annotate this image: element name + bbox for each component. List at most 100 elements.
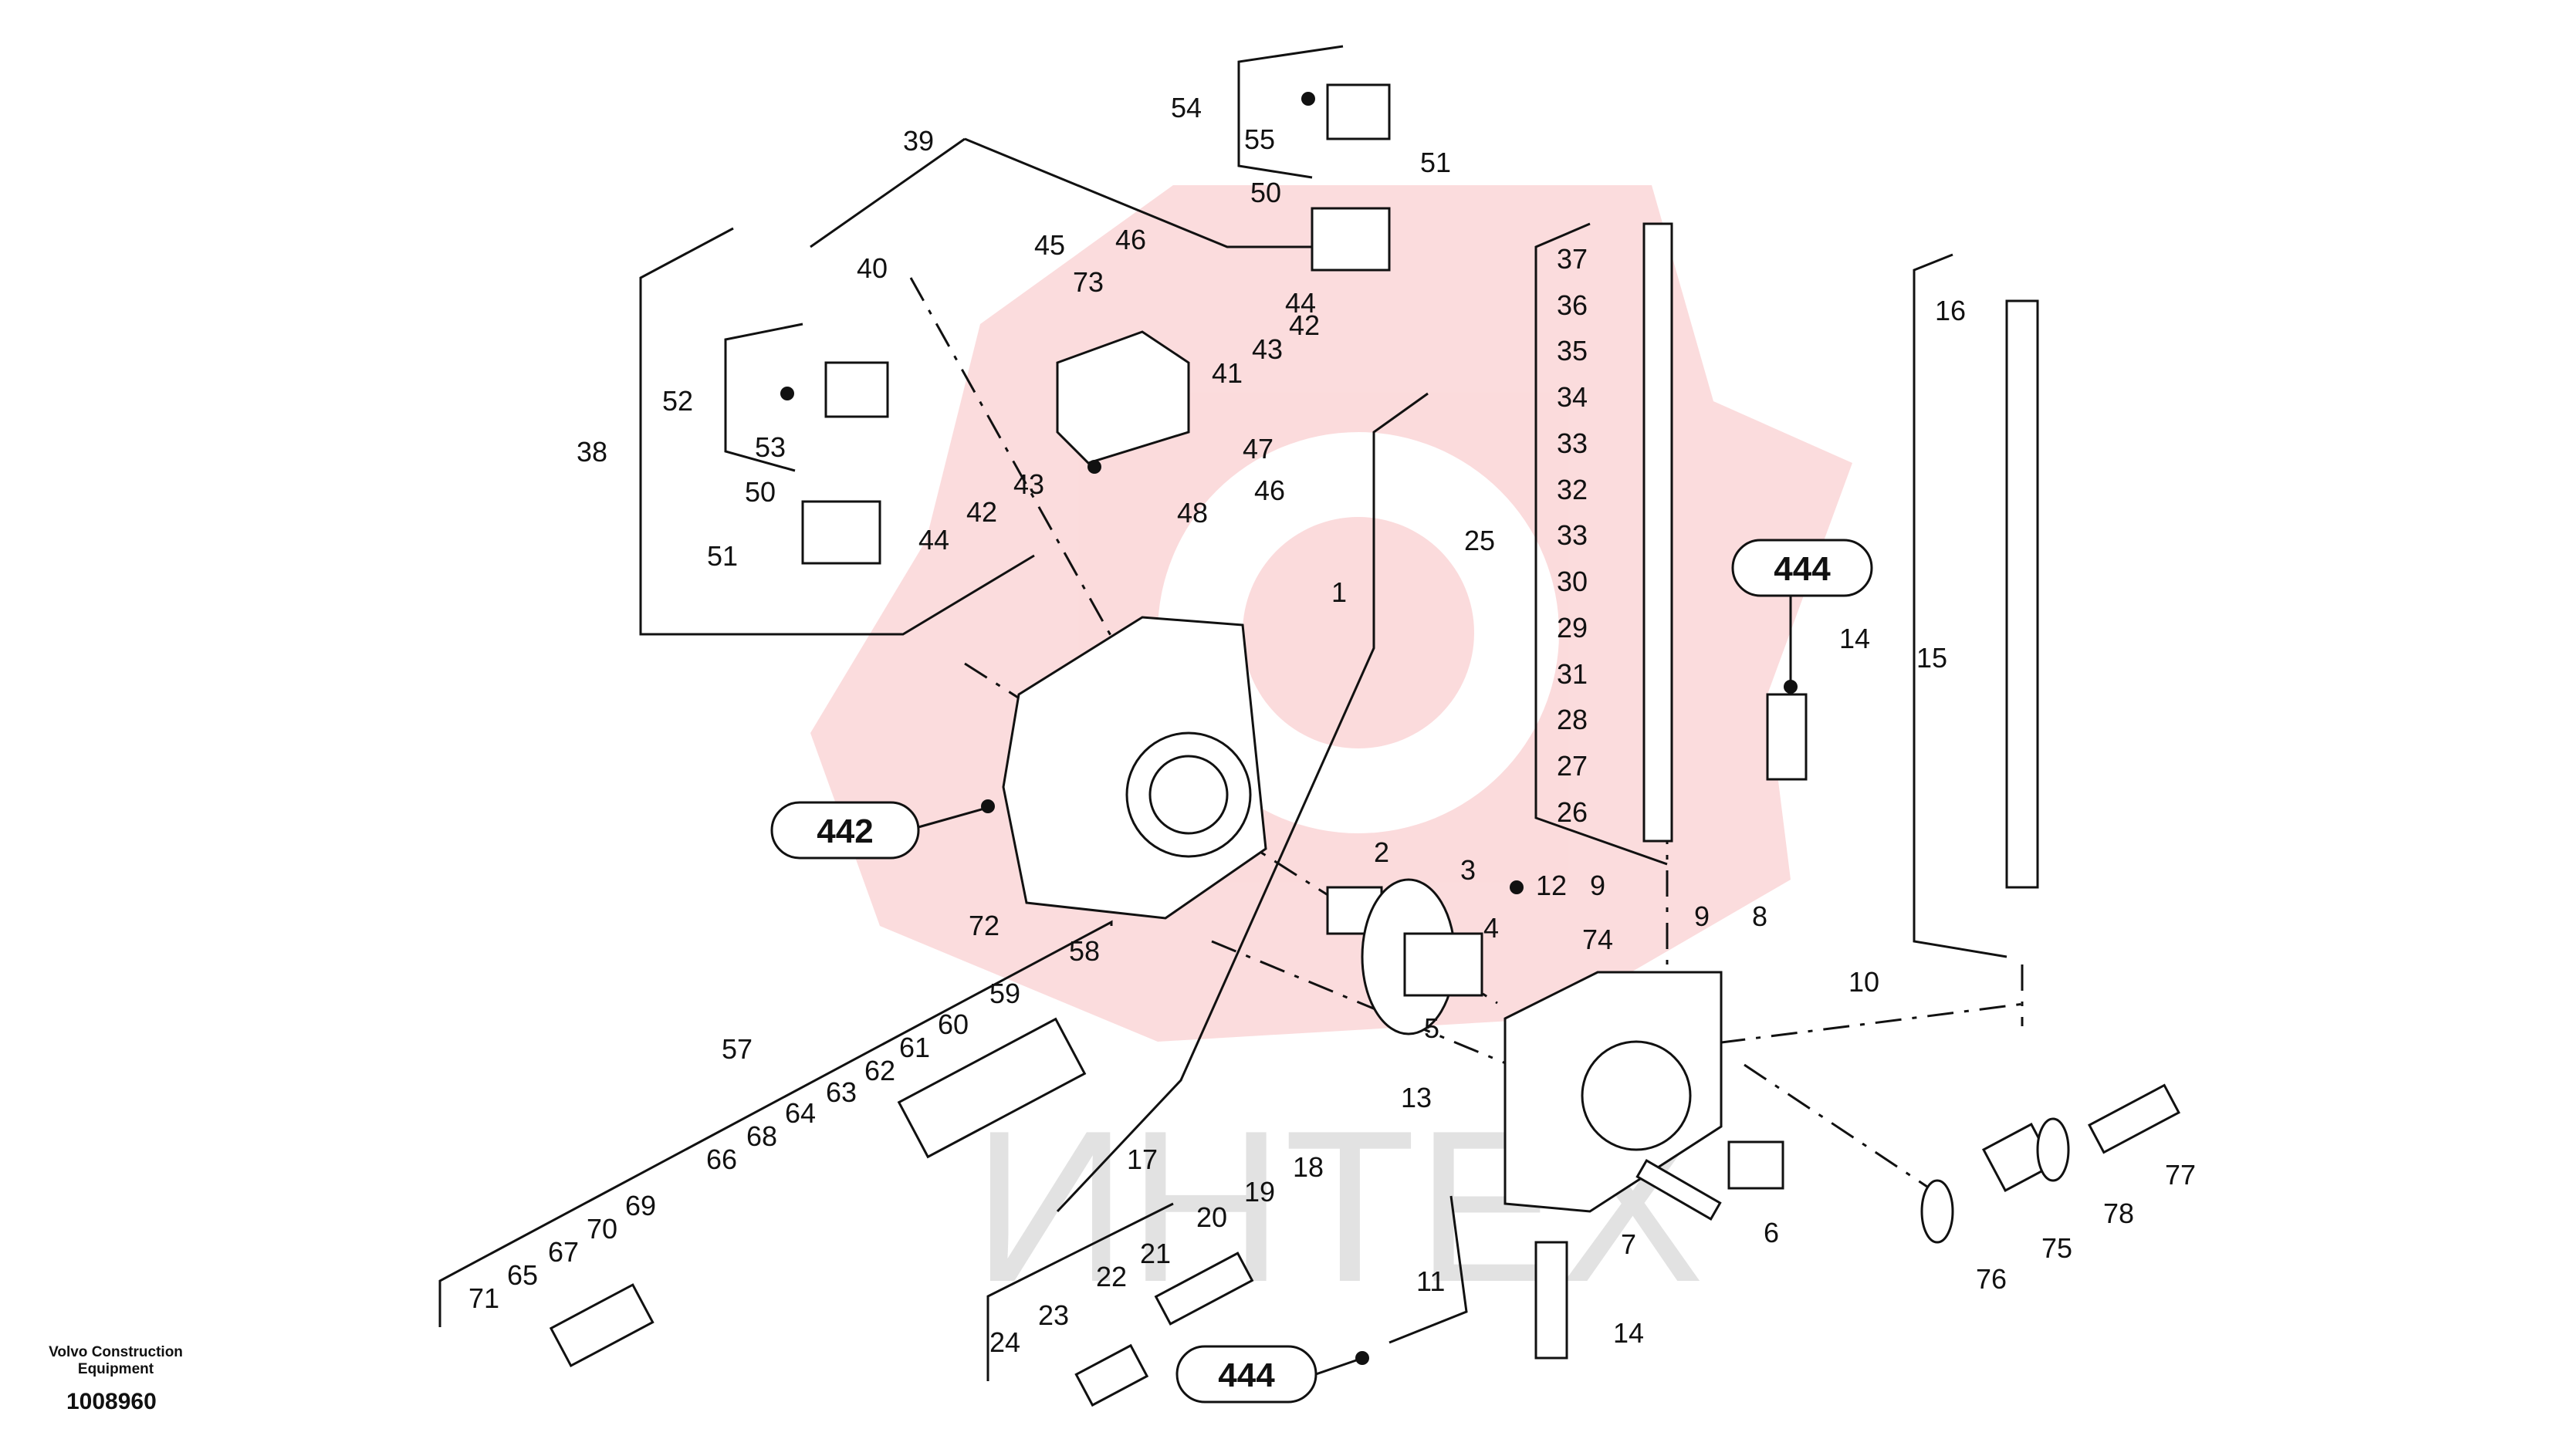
- label-61: 61: [899, 1032, 930, 1063]
- label-44: 44: [1285, 287, 1316, 319]
- label-67: 67: [548, 1236, 579, 1268]
- label-66: 66: [706, 1144, 737, 1175]
- connector-lower: [824, 361, 889, 418]
- label-9: 9: [1694, 900, 1710, 932]
- spool-assembly: [897, 1017, 1087, 1159]
- label-71: 71: [468, 1282, 499, 1314]
- cartridge-column: [2005, 299, 2039, 889]
- diagram-number: 1008960: [66, 1389, 157, 1414]
- label-11: 11: [1416, 1265, 1445, 1297]
- callout-444-bottom: 444: [1175, 1345, 1359, 1404]
- label-43: 43: [1013, 468, 1044, 500]
- label-68: 68: [746, 1120, 777, 1152]
- label-31: 31: [1557, 658, 1588, 690]
- label-53: 53: [755, 431, 786, 463]
- connector-upper: [1326, 83, 1391, 140]
- part-labels: 54 55 51 50 39 46 45 73 40 44 42 43 41 5…: [468, 92, 2196, 1358]
- label-5: 5: [1424, 1012, 1439, 1044]
- label-48: 48: [1177, 497, 1208, 529]
- label-40: 40: [857, 252, 888, 284]
- label-9: 9: [1590, 870, 1605, 901]
- label-64: 64: [785, 1097, 816, 1129]
- label-33: 33: [1557, 427, 1588, 459]
- label-22: 22: [1096, 1261, 1127, 1292]
- label-62: 62: [864, 1055, 895, 1086]
- label-43: 43: [1252, 333, 1283, 365]
- label-54: 54: [1171, 92, 1202, 123]
- label-73: 73: [1073, 266, 1104, 298]
- label-44: 44: [918, 524, 949, 556]
- label-2: 2: [1374, 836, 1389, 868]
- label-3: 3: [1460, 854, 1476, 886]
- label-27: 27: [1557, 750, 1588, 782]
- label-32: 32: [1557, 474, 1588, 505]
- label-76: 76: [1976, 1263, 2007, 1295]
- label-50: 50: [1250, 177, 1281, 208]
- label-16: 16: [1935, 295, 1966, 326]
- label-60: 60: [938, 1008, 969, 1040]
- spool-column: [1642, 222, 1673, 843]
- label-24: 24: [989, 1326, 1020, 1358]
- part-drawings: [549, 83, 2180, 1407]
- label-38: 38: [577, 436, 607, 468]
- label-46: 46: [1254, 475, 1285, 506]
- label-52: 52: [662, 385, 693, 417]
- callout-444-top: 444: [1731, 539, 1873, 683]
- label-42: 42: [1289, 309, 1320, 341]
- label-20: 20: [1196, 1201, 1227, 1233]
- valve-block: [1056, 330, 1190, 465]
- label-21: 21: [1140, 1238, 1171, 1269]
- label-12: 12: [1536, 870, 1567, 901]
- label-75: 75: [2041, 1232, 2072, 1264]
- svg-text:442: 442: [817, 812, 873, 850]
- label-7: 7: [1621, 1228, 1636, 1260]
- svg-text:444: 444: [1774, 550, 1831, 588]
- leader-lines: [438, 45, 2031, 1381]
- label-65: 65: [507, 1259, 538, 1291]
- label-30: 30: [1557, 566, 1588, 597]
- label-23: 23: [1038, 1299, 1069, 1331]
- label-51: 51: [1420, 147, 1451, 178]
- svg-text:444: 444: [1218, 1356, 1275, 1394]
- label-63: 63: [826, 1076, 857, 1108]
- label-35: 35: [1557, 335, 1588, 367]
- label-13: 13: [1401, 1082, 1432, 1113]
- label-72: 72: [969, 910, 999, 941]
- solenoid-lower: [801, 500, 881, 565]
- label-33: 33: [1557, 519, 1588, 551]
- label-78: 78: [2103, 1198, 2134, 1229]
- label-39: 39: [903, 125, 934, 157]
- label-1: 1: [1331, 576, 1347, 608]
- label-69: 69: [625, 1190, 656, 1221]
- label-36: 36: [1557, 289, 1588, 321]
- label-19: 19: [1244, 1176, 1275, 1208]
- label-46: 46: [1115, 224, 1146, 255]
- label-14: 14: [1613, 1317, 1644, 1349]
- label-50: 50: [745, 476, 776, 508]
- label-14: 14: [1839, 623, 1870, 654]
- label-45: 45: [1034, 229, 1065, 261]
- label-28: 28: [1557, 704, 1588, 735]
- label-6: 6: [1764, 1217, 1779, 1248]
- label-15: 15: [1916, 642, 1947, 674]
- label-34: 34: [1557, 381, 1588, 413]
- label-10: 10: [1848, 966, 1879, 998]
- callout-442: 442: [770, 801, 985, 860]
- label-17: 17: [1127, 1144, 1158, 1175]
- label-57: 57: [722, 1033, 753, 1065]
- label-37: 37: [1557, 243, 1588, 275]
- label-18: 18: [1293, 1151, 1324, 1183]
- label-59: 59: [989, 978, 1020, 1009]
- label-55: 55: [1244, 123, 1275, 155]
- solenoid-upper: [1311, 207, 1391, 272]
- label-41: 41: [1212, 357, 1243, 389]
- label-25: 25: [1464, 525, 1495, 556]
- brand-caption: Volvo Construction Equipment: [49, 1344, 183, 1377]
- label-74: 74: [1582, 924, 1613, 955]
- label-26: 26: [1557, 796, 1588, 828]
- label-4: 4: [1483, 912, 1499, 944]
- label-51: 51: [707, 540, 738, 572]
- label-8: 8: [1752, 900, 1767, 932]
- label-42: 42: [966, 496, 997, 528]
